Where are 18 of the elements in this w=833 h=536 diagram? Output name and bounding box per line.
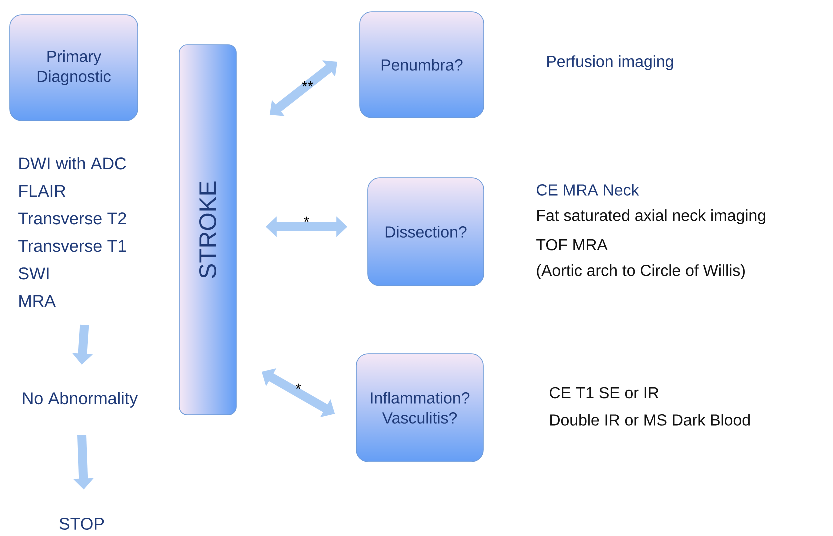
- process-box: Primary Diagnostic: [10, 14, 138, 122]
- note-text: CE MRA Neck: [537, 184, 640, 196]
- sequence-list: DWI with ADC FLAIR Transverse T2 Transverse T1 SWI MRA: [18, 157, 126, 308]
- edge-label: *: [296, 384, 302, 390]
- note-text: Double IR or MS Dark Blood: [550, 414, 750, 426]
- note-text: Fat saturated axial neck imaging: [538, 210, 766, 224]
- note-text: (Aortic arch to Circle of Willis): [537, 264, 745, 280]
- edge-label: **: [302, 81, 314, 87]
- process-box: Dissection?: [368, 178, 484, 286]
- outcome-text: STOP: [60, 518, 104, 530]
- note-text: CE T1 SE or IR: [550, 387, 659, 399]
- process-box: Penumbra?: [360, 12, 484, 118]
- outcome-text: No Abnormality: [23, 392, 138, 408]
- edge-label: *: [304, 216, 310, 222]
- process-box: Inflammation? Vasculitis?: [356, 354, 484, 462]
- vertical-bar: STROKE: [179, 44, 237, 416]
- note-text: Perfusion imaging: [548, 56, 674, 70]
- note-text: TOF MRA: [536, 239, 608, 251]
